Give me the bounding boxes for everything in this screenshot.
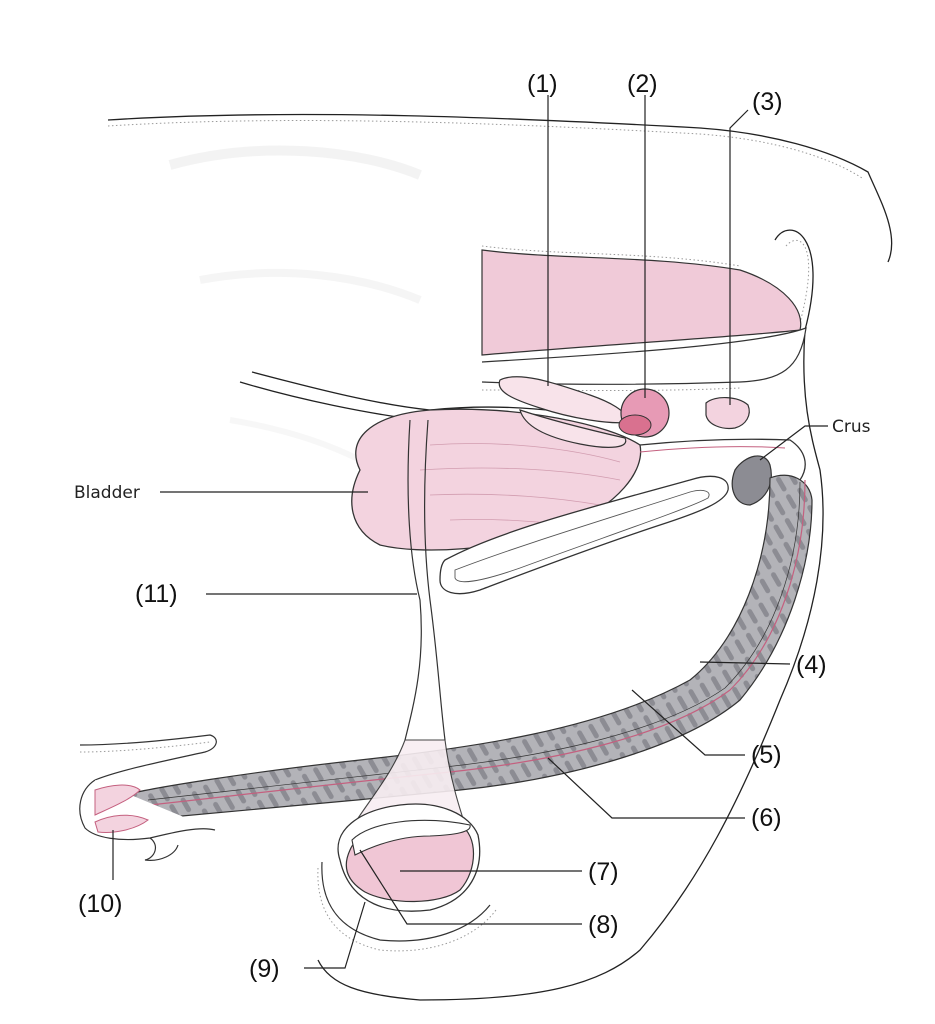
pelvic-bone [439,475,729,595]
label-2: (2) [627,70,658,98]
seminal-vesicle [498,376,631,448]
label-3: (3) [752,88,783,116]
leader-5 [631,689,745,756]
leader-lines [112,95,828,969]
label-6: (6) [751,804,782,832]
bulbourethral-gland [705,397,750,430]
label-7: (7) [588,858,619,886]
label-crus: Crus [832,417,871,437]
leader-4 [699,661,791,665]
rectum [481,245,807,391]
prostate [618,388,670,438]
label-4: (4) [796,651,827,679]
label-5: (5) [751,741,782,769]
leader-9 [304,901,366,969]
label-11: (11) [135,580,178,608]
leader-8 [359,849,582,925]
prepuce-glans [79,734,217,861]
pelvic-urethra [639,438,806,481]
leader-crus [759,425,828,461]
labels: (1) (2) (3) Crus Bladder (11) (4) (5) (6… [74,70,871,983]
label-10: (10) [78,890,122,918]
label-bladder: Bladder [74,483,140,503]
label-8: (8) [588,911,619,939]
leader-6 [547,757,745,819]
leader-3 [729,109,749,405]
crus [731,455,772,506]
label-9: (9) [249,955,280,983]
background-sketch [168,145,422,463]
epididymis [351,819,471,856]
label-1: (1) [527,70,558,98]
